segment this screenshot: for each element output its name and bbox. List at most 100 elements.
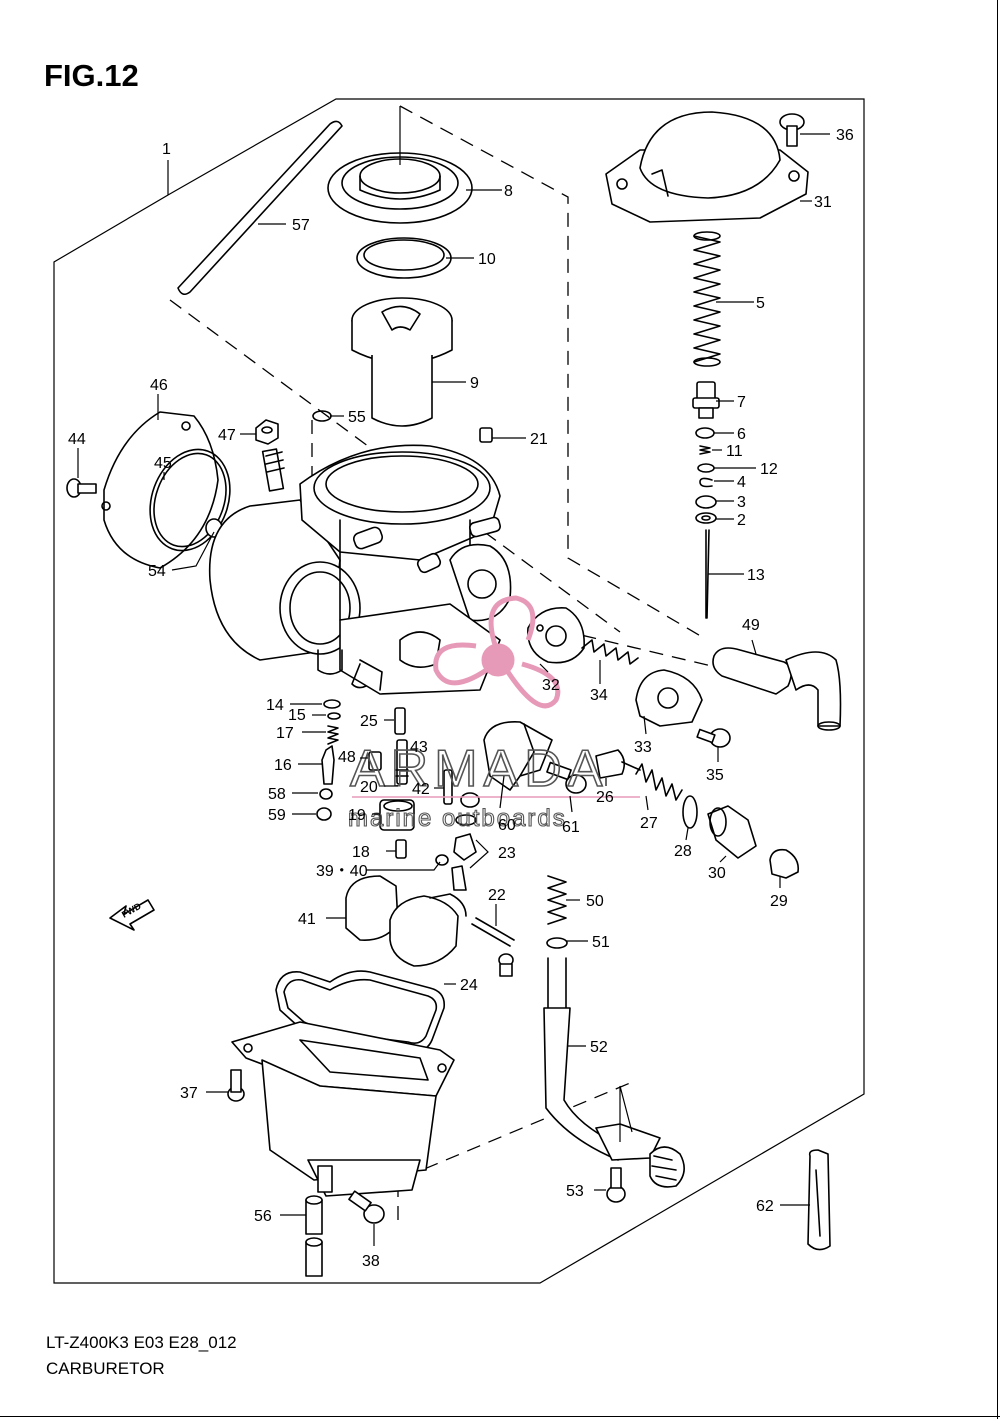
callout-44: 44 bbox=[68, 431, 86, 448]
callout-8: 8 bbox=[504, 183, 513, 200]
callout-56: 56 bbox=[254, 1208, 272, 1225]
callout-2: 2 bbox=[737, 512, 746, 529]
callout-12: 12 bbox=[760, 461, 778, 478]
part-53-screw bbox=[606, 1167, 626, 1203]
part-51-washer bbox=[546, 937, 568, 949]
callout-45: 45 bbox=[154, 455, 172, 472]
part-47-nut bbox=[255, 419, 279, 445]
callout-18: 18 bbox=[352, 844, 370, 861]
part-27-spring bbox=[635, 763, 683, 801]
leader-lines bbox=[77, 106, 830, 1246]
watermark-tagline: marine outboards bbox=[348, 805, 567, 832]
callout-52: 52 bbox=[590, 1039, 608, 1056]
watermark: ARMADA marine outboards bbox=[347, 595, 640, 833]
callout-24: 24 bbox=[460, 977, 478, 994]
callout-55: 55 bbox=[348, 409, 366, 426]
callout-32: 32 bbox=[542, 677, 560, 694]
callout-9: 9 bbox=[470, 375, 479, 392]
part-50-spring bbox=[547, 875, 567, 925]
callout-62: 62 bbox=[756, 1198, 774, 1215]
part-45-o-ring bbox=[149, 448, 231, 552]
callout-14: 14 bbox=[266, 697, 284, 714]
callout-42: 42 bbox=[412, 781, 430, 798]
part-52-cable bbox=[543, 957, 685, 1188]
part-41-float bbox=[345, 875, 467, 967]
figure-name: CARBURETOR bbox=[46, 1359, 165, 1378]
part-61-screw bbox=[546, 761, 587, 794]
part-44-bolt bbox=[66, 478, 97, 498]
part-1-carburetor-body bbox=[208, 444, 512, 695]
part-9-piston bbox=[351, 297, 453, 427]
part-8-diaphragm bbox=[327, 152, 473, 224]
part-26-needle bbox=[595, 749, 641, 779]
callout-21: 21 bbox=[530, 431, 548, 448]
part-35-screw bbox=[696, 728, 731, 748]
callout-36: 36 bbox=[836, 127, 854, 144]
callout-61: 61 bbox=[562, 819, 580, 836]
callout-22: 22 bbox=[488, 887, 506, 904]
watermark-logo-icon bbox=[433, 595, 561, 709]
callout-11: 11 bbox=[726, 443, 743, 460]
callout-16: 16 bbox=[274, 757, 292, 774]
model-code: LT-Z400K3 E03 E28_012 bbox=[46, 1333, 237, 1352]
callout-43: 43 bbox=[410, 739, 428, 756]
callout-46: 46 bbox=[150, 377, 168, 394]
callout-41: 41 bbox=[298, 911, 316, 928]
callout-25: 25 bbox=[360, 713, 378, 730]
callout-33: 33 bbox=[634, 739, 652, 756]
callout-31: 31 bbox=[814, 194, 832, 211]
needle-clip-stack bbox=[695, 427, 717, 524]
part-49-elbow-hose bbox=[712, 647, 842, 731]
callout-labels: 1 8 10 9 5 31 36 7 6 11 12 4 3 2 13 57 5… bbox=[68, 127, 854, 1270]
callout-4: 4 bbox=[737, 474, 746, 491]
part-46-gasket bbox=[101, 411, 219, 569]
part-21-screw bbox=[479, 427, 493, 443]
right-border bbox=[997, 0, 998, 1419]
callout-37: 37 bbox=[180, 1085, 198, 1102]
callout-57: 57 bbox=[292, 217, 310, 234]
callout-23: 23 bbox=[498, 845, 516, 862]
assembly-frame bbox=[53, 98, 865, 1284]
bottom-border bbox=[0, 1416, 1000, 1417]
callout-13: 13 bbox=[747, 567, 765, 584]
part-60-throttle-body bbox=[483, 721, 553, 791]
float-bowl bbox=[231, 1021, 455, 1197]
callout-47: 47 bbox=[218, 427, 236, 444]
callout-60: 60 bbox=[498, 817, 516, 834]
part-31-top-cover bbox=[605, 111, 809, 223]
callout-17: 17 bbox=[276, 725, 294, 742]
callout-28: 28 bbox=[674, 843, 692, 860]
callout-27: 27 bbox=[640, 815, 658, 832]
part-7-needle-holder bbox=[692, 381, 720, 419]
callout-15: 15 bbox=[288, 707, 306, 724]
part-30-fitting bbox=[707, 805, 757, 859]
part-34-spring bbox=[581, 639, 639, 665]
part-10-ring bbox=[356, 237, 452, 279]
part-33-cover bbox=[635, 669, 703, 727]
watermark-brand: ARMADA bbox=[350, 740, 608, 798]
callout-54: 54 bbox=[148, 563, 166, 580]
part-5-spring bbox=[693, 231, 721, 367]
fwd-arrow-icon: FWD bbox=[109, 899, 155, 931]
callout-26: 26 bbox=[596, 789, 614, 806]
figure-title: FIG.12 bbox=[44, 58, 139, 93]
callout-29: 29 bbox=[770, 893, 788, 910]
callout-30: 30 bbox=[708, 865, 726, 882]
float-bowl-screw bbox=[498, 953, 514, 977]
callout-39-40: 39・40 bbox=[316, 863, 368, 880]
part-22-pin bbox=[471, 917, 515, 947]
part-36-screw bbox=[779, 113, 805, 147]
callout-51: 51 bbox=[592, 934, 610, 951]
jet-parts bbox=[368, 707, 480, 891]
callout-1: 1 bbox=[162, 141, 171, 158]
pilot-screw-parts bbox=[316, 699, 341, 821]
callout-7: 7 bbox=[737, 394, 746, 411]
callout-50: 50 bbox=[586, 893, 604, 910]
callout-3: 3 bbox=[737, 494, 746, 511]
callout-35: 35 bbox=[706, 767, 724, 784]
part-37-bolt bbox=[227, 1069, 245, 1102]
part-38-screw bbox=[348, 1190, 385, 1224]
callout-20: 20 bbox=[360, 779, 378, 796]
callout-59: 59 bbox=[268, 807, 286, 824]
